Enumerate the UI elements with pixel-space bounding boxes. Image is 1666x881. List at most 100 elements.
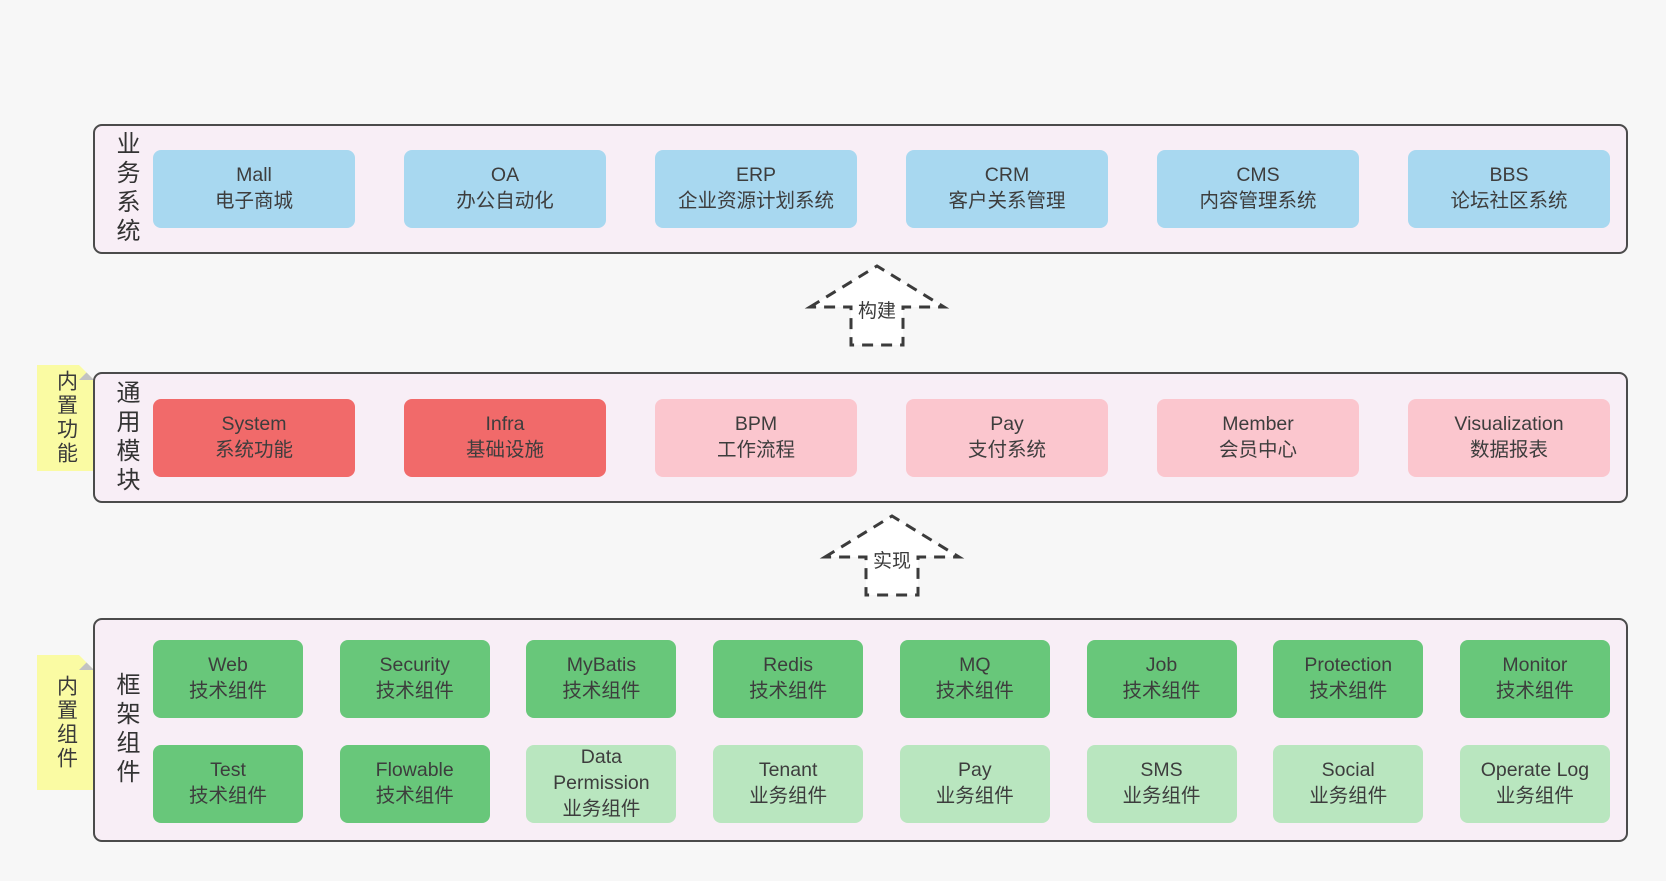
layer-title: 通用模块 <box>112 379 139 496</box>
box-subtitle: 基础设施 <box>465 438 544 461</box>
box-mq: MQ 技术组件 <box>899 640 1050 718</box>
box-title: BBS <box>1489 164 1529 187</box>
box-subtitle: 业务组件 <box>562 797 641 820</box>
box-title: Data Permission <box>553 746 650 795</box>
box-subtitle: 技术组件 <box>188 680 267 702</box>
box-system: System 系统功能 <box>153 398 355 477</box>
box-mybatis: MyBatis 技术组件 <box>526 640 677 718</box>
box-title: CMS <box>1236 164 1280 187</box>
box-erp: ERP 企业资源计划系统 <box>655 150 857 228</box>
box-web: Web 技术组件 <box>153 640 303 718</box>
box-title: Operate Log <box>1480 759 1590 782</box>
box-title: Protection <box>1304 654 1393 677</box>
sticky-note-built-in-components: 内置组件 <box>37 655 94 790</box>
box-title: MyBatis <box>566 654 637 677</box>
box-subtitle: 技术组件 <box>1309 680 1388 702</box>
box-tenant: Tenant 业务组件 <box>713 745 864 823</box>
box-protection: Protection 技术组件 <box>1273 640 1424 718</box>
box-subtitle: 技术组件 <box>375 785 454 807</box>
box-title: System <box>221 412 287 435</box>
box-row: Web 技术组件 Security 技术组件 MyBatis 技术组件 Redi… <box>153 640 1610 718</box>
box-title: Redis <box>763 654 814 677</box>
box-operate-log: Operate Log 业务组件 <box>1459 745 1610 823</box>
box-title: CRM <box>984 164 1030 187</box>
box-title: Mall <box>236 164 272 187</box>
box-flowable: Flowable 技术组件 <box>339 745 490 823</box>
box-title: Flowable <box>375 759 454 782</box>
arrow-label: 实现 <box>869 546 915 573</box>
box-subtitle: 业务组件 <box>1495 785 1574 807</box>
box-title: OA <box>490 164 520 187</box>
box-sms: SMS 业务组件 <box>1086 745 1237 823</box>
box-title: Pay <box>958 759 992 782</box>
box-security: Security 技术组件 <box>339 640 490 718</box>
box-title: Security <box>379 654 450 677</box>
box-title: SMS <box>1140 759 1183 782</box>
box-data-permission: Data Permission 业务组件 <box>526 745 677 823</box>
layer-business-systems: 业务系统 Mall 电子商城 OA 办公自动化 ERP 企业资源计划系统 CRM… <box>93 124 1628 254</box>
box-subtitle: 业务组件 <box>935 785 1014 807</box>
box-subtitle: 技术组件 <box>562 680 641 702</box>
box-subtitle: 技术组件 <box>1122 680 1201 702</box>
box-row: Test 技术组件 Flowable 技术组件 Data Permission … <box>153 745 1610 823</box>
box-monitor: Monitor 技术组件 <box>1459 640 1610 718</box>
box-title: Social <box>1321 759 1375 782</box>
box-subtitle: 企业资源计划系统 <box>677 190 834 212</box>
box-title: Visualization <box>1454 412 1564 435</box>
box-pay-component: Pay 业务组件 <box>899 745 1050 823</box>
box-crm: CRM 客户关系管理 <box>906 150 1108 228</box>
box-title: Monitor <box>1502 654 1568 677</box>
box-title: Web <box>208 654 248 677</box>
box-subtitle: 业务组件 <box>749 785 828 807</box>
box-bbs: BBS 论坛社区系统 <box>1408 150 1610 228</box>
implement-arrow: 实现 <box>817 513 967 598</box>
box-title: ERP <box>735 164 777 187</box>
box-title: Infra <box>485 412 525 435</box>
box-bpm: BPM 工作流程 <box>655 398 857 477</box>
box-subtitle: 技术组件 <box>1495 680 1574 702</box>
box-subtitle: 技术组件 <box>935 680 1014 702</box>
box-subtitle: 技术组件 <box>188 785 267 807</box>
sticky-note-label: 内置功能 <box>54 370 78 466</box>
box-job: Job 技术组件 <box>1086 640 1237 718</box>
box-subtitle: 工作流程 <box>716 438 795 461</box>
box-subtitle: 业务组件 <box>1122 785 1201 807</box>
arrow-label: 构建 <box>854 296 900 323</box>
box-subtitle: 内容管理系统 <box>1199 190 1317 212</box>
layer-framework-components: 框架组件 Web 技术组件 Security 技术组件 MyBatis 技术组件… <box>93 618 1628 842</box>
build-arrow: 构建 <box>802 263 952 348</box>
sticky-note-built-in-features: 内置功能 <box>37 365 94 471</box>
box-subtitle: 会员中心 <box>1218 438 1297 461</box>
box-visualization: Visualization 数据报表 <box>1408 398 1610 477</box>
box-row: System 系统功能 Infra 基础设施 BPM 工作流程 Pay 支付系统… <box>153 398 1610 477</box>
box-oa: OA 办公自动化 <box>404 150 606 228</box>
box-title: Pay <box>990 412 1024 435</box>
box-subtitle: 业务组件 <box>1309 785 1388 807</box>
box-title: Test <box>210 759 246 782</box>
layer-common-modules: 通用模块 System 系统功能 Infra 基础设施 BPM 工作流程 Pay… <box>93 372 1628 503</box>
sticky-note-label: 内置组件 <box>54 674 78 771</box>
layer-title: 框架组件 <box>112 672 139 788</box>
box-mall: Mall 电子商城 <box>153 150 355 228</box>
box-social: Social 业务组件 <box>1273 745 1424 823</box>
box-cms: CMS 内容管理系统 <box>1157 150 1359 228</box>
box-member: Member 会员中心 <box>1157 398 1359 477</box>
box-title: Member <box>1222 412 1294 435</box>
box-infra: Infra 基础设施 <box>404 398 606 477</box>
box-subtitle: 数据报表 <box>1469 438 1548 461</box>
box-pay-module: Pay 支付系统 <box>906 398 1108 477</box>
box-subtitle: 支付系统 <box>967 438 1046 461</box>
box-title: BPM <box>734 412 778 435</box>
box-subtitle: 技术组件 <box>375 680 454 702</box>
box-row: Mall 电子商城 OA 办公自动化 ERP 企业资源计划系统 CRM 客户关系… <box>153 150 1610 228</box>
box-subtitle: 客户关系管理 <box>948 190 1066 212</box>
layer-title: 业务系统 <box>112 131 139 247</box>
box-subtitle: 电子商城 <box>214 190 293 212</box>
box-title: Tenant <box>758 759 818 782</box>
box-subtitle: 系统功能 <box>214 438 293 461</box>
box-title: Job <box>1145 654 1178 677</box>
box-test: Test 技术组件 <box>153 745 303 823</box>
box-subtitle: 论坛社区系统 <box>1450 190 1568 212</box>
box-subtitle: 办公自动化 <box>456 190 554 212</box>
